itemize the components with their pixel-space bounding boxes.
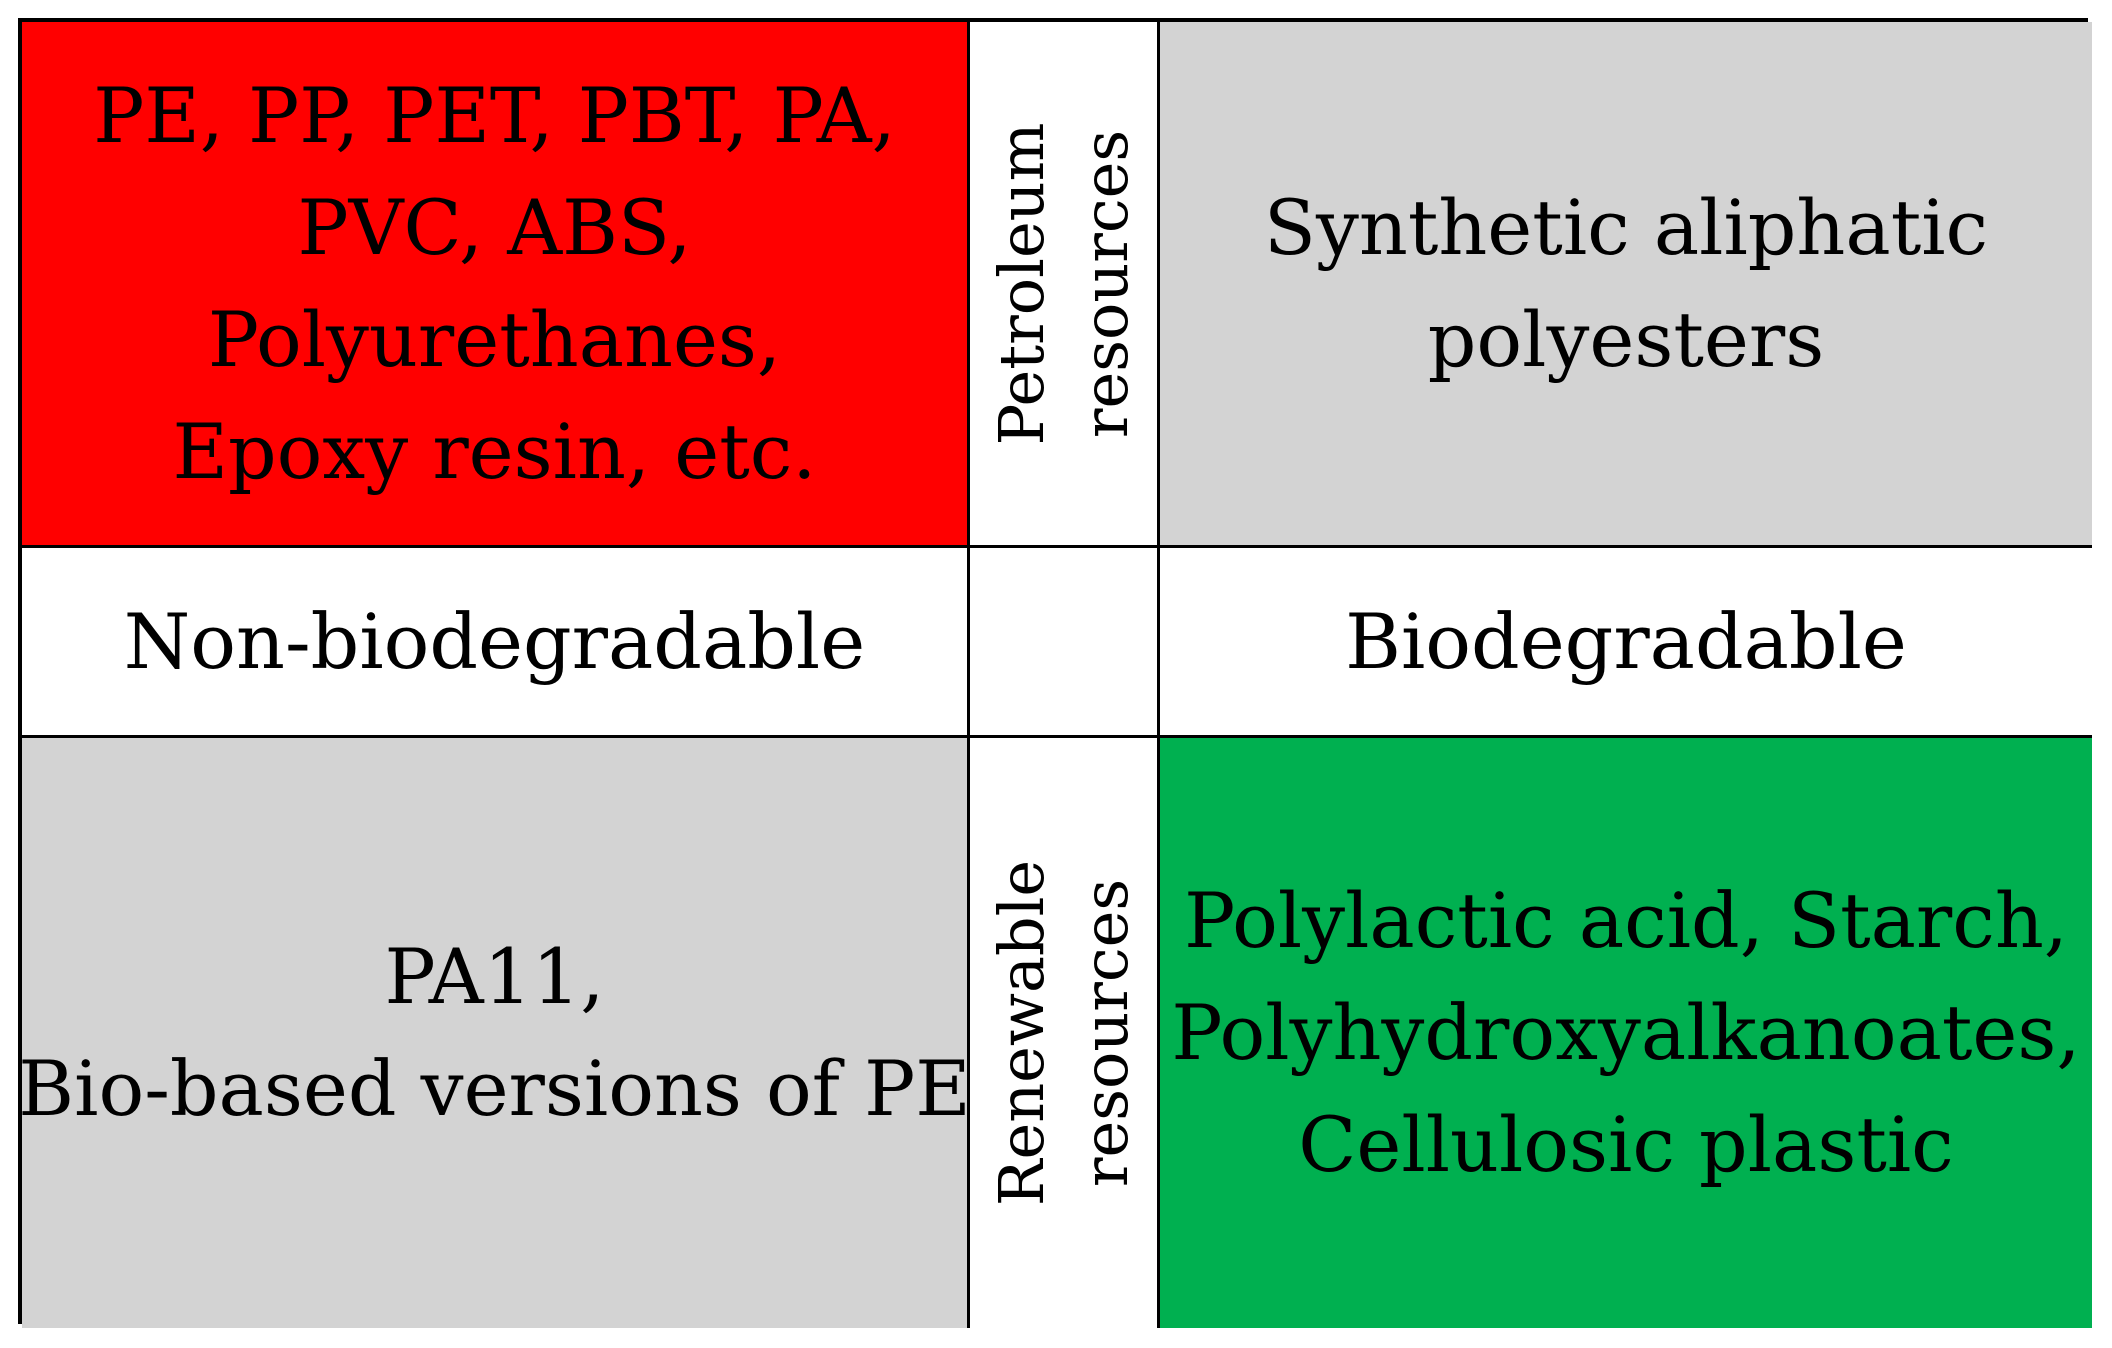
example-line: PE, PP, PET, PBT, PA, xyxy=(93,70,896,160)
petroleum-resources-label: Petroleum resources xyxy=(980,122,1148,445)
example-line: Polylactic acid, Starch, xyxy=(1184,876,2068,965)
petroleum-non-biodegradable-examples: PE, PP, PET, PBT, PA, PVC, ABS, Polyuret… xyxy=(93,60,896,508)
cell-petroleum-biodegradable: Synthetic aliphatic polyesters xyxy=(1160,22,2092,548)
renewable-resources-label: Renewable resources xyxy=(980,860,1148,1206)
example-line: Epoxy resin, etc. xyxy=(172,406,817,496)
example-line: Cellulosic plastic xyxy=(1298,1100,1954,1189)
label-line: Renewable xyxy=(984,859,1058,1207)
label-line: resources xyxy=(1068,129,1142,438)
cell-center-empty xyxy=(970,548,1160,738)
example-line: PVC, ABS, xyxy=(297,182,692,272)
cell-non-biodegradable-label: Non-biodegradable xyxy=(22,548,970,738)
cell-renewable-biodegradable: Polylactic acid, Starch, Polyhydroxyalka… xyxy=(1160,738,2092,1328)
renewable-non-biodegradable-examples: PA11, Bio-based versions of PE xyxy=(18,921,970,1145)
example-line: Synthetic aliphatic xyxy=(1263,182,1989,272)
biodegradable-label: Biodegradable xyxy=(1345,586,1907,698)
label-line: Petroleum xyxy=(984,122,1058,445)
label-line: resources xyxy=(1068,878,1142,1188)
cell-petroleum-resources-label: Petroleum resources xyxy=(970,22,1160,548)
axis-label: Biodegradable xyxy=(1345,596,1907,686)
example-line: Bio-based versions of PE xyxy=(18,1044,971,1133)
example-line: PA11, xyxy=(384,932,605,1021)
cell-renewable-non-biodegradable: PA11, Bio-based versions of PE xyxy=(18,738,971,1328)
cell-biodegradable-label: Biodegradable xyxy=(1160,548,2092,738)
plastics-classification-grid: PE, PP, PET, PBT, PA, PVC, ABS, Polyuret… xyxy=(18,18,2092,1328)
example-line: Polyurethanes, xyxy=(207,294,782,384)
example-line: Polyhydroxyalkanoates, xyxy=(1171,988,2081,1077)
petroleum-biodegradable-examples: Synthetic aliphatic polyesters xyxy=(1264,172,1988,396)
cell-petroleum-non-biodegradable: PE, PP, PET, PBT, PA, PVC, ABS, Polyuret… xyxy=(22,22,970,548)
non-biodegradable-label: Non-biodegradable xyxy=(124,586,865,698)
axis-label: Non-biodegradable xyxy=(123,596,866,686)
example-line: polyesters xyxy=(1427,294,1825,384)
renewable-biodegradable-examples: Polylactic acid, Starch, Polyhydroxyalka… xyxy=(1171,865,2080,1201)
cell-renewable-resources-label: Renewable resources xyxy=(970,738,1160,1328)
